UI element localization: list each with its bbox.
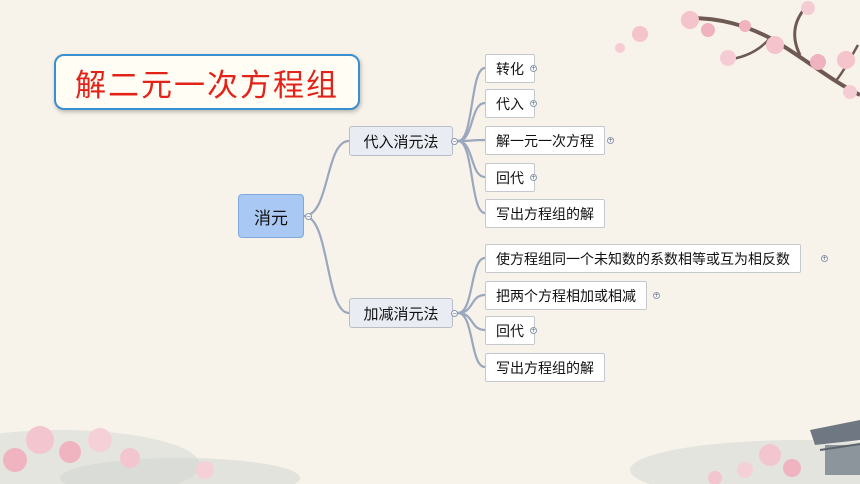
root-node-label: 消元	[254, 208, 288, 229]
leaf-node[interactable]: 解一元一次方程	[485, 126, 605, 155]
leaf-node[interactable]: 使方程组同一个未知数的系数相等或互为相反数	[485, 244, 801, 273]
leaf-node[interactable]: 写出方程组的解	[485, 199, 605, 228]
mindmap-root-node[interactable]: 消元	[238, 194, 304, 238]
leaf-node-label: 回代	[496, 323, 524, 340]
leaf-node[interactable]: 回代	[485, 163, 535, 192]
leaf-node-label: 回代	[496, 170, 524, 187]
expand-toggle-icon[interactable]: +	[530, 65, 537, 72]
collapse-toggle-icon[interactable]: −	[451, 310, 458, 317]
expand-toggle-icon[interactable]: +	[653, 292, 660, 299]
leaf-node[interactable]: 把两个方程相加或相减	[485, 281, 647, 310]
leaf-node[interactable]: 代入	[485, 89, 535, 118]
branch-node-label: 加减消元法	[363, 304, 439, 323]
page-title: 解二元一次方程组	[75, 67, 339, 104]
branch-node-label: 代入消元法	[363, 132, 439, 151]
branch-node-substitution[interactable]: 代入消元法	[349, 126, 453, 156]
leaf-node-label: 使方程组同一个未知数的系数相等或互为相反数	[496, 251, 790, 268]
blossom-branch-decoration	[615, 1, 860, 99]
collapse-toggle-icon[interactable]: −	[451, 138, 458, 145]
leaf-node-label: 写出方程组的解	[496, 360, 594, 377]
title-box: 解二元一次方程组	[54, 54, 360, 110]
leaf-node[interactable]: 转化	[485, 54, 535, 83]
leaf-node-label: 代入	[496, 96, 524, 113]
expand-toggle-icon[interactable]: +	[530, 174, 537, 181]
bottom-right-decoration	[630, 420, 860, 484]
leaf-node-label: 转化	[496, 61, 524, 78]
leaf-node-label: 写出方程组的解	[496, 206, 594, 223]
expand-toggle-icon[interactable]: +	[530, 100, 537, 107]
bottom-left-decoration	[0, 426, 300, 484]
leaf-node[interactable]: 写出方程组的解	[485, 353, 605, 382]
leaf-node[interactable]: 回代	[485, 316, 535, 345]
leaf-node-label: 解一元一次方程	[496, 133, 594, 150]
expand-toggle-icon[interactable]: +	[821, 255, 828, 262]
expand-toggle-icon[interactable]: +	[530, 327, 537, 334]
leaf-node-label: 把两个方程相加或相减	[496, 288, 636, 305]
collapse-toggle-icon[interactable]: −	[305, 213, 312, 220]
expand-toggle-icon[interactable]: +	[607, 137, 614, 144]
branch-node-elimination[interactable]: 加减消元法	[349, 298, 453, 328]
